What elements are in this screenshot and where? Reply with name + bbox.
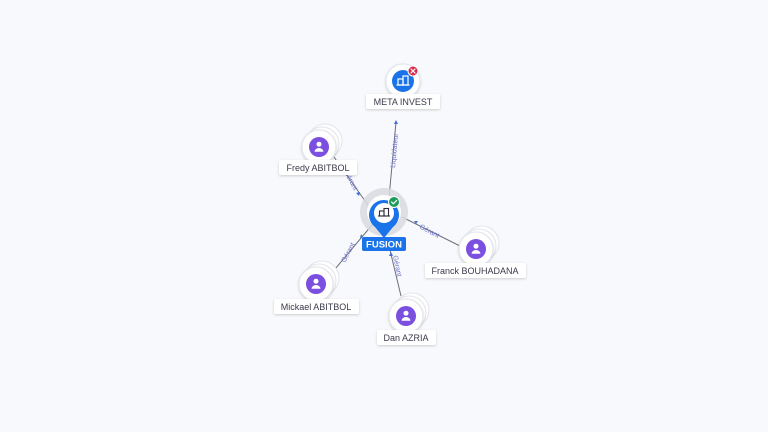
person-icon: [314, 141, 324, 152]
company-node-meta-invest[interactable]: META INVEST: [366, 63, 440, 109]
node-label-fusion: FUSION: [366, 240, 402, 251]
node-label-dan-azria: Dan AZRIA: [383, 333, 428, 343]
edge-line: [388, 121, 397, 199]
person-node-franck-bouhadana[interactable]: Franck BOUHADANA: [425, 225, 526, 278]
edge-arrow: [360, 234, 363, 238]
node-label-meta-invest: META INVEST: [374, 97, 433, 107]
edge-label-franck-bouhadana: Gérant: [418, 224, 440, 240]
edge-label-meta-invest: Liquidateur: [390, 132, 400, 168]
center-node-fusion[interactable]: FUSION: [360, 188, 408, 251]
close-icon: [407, 65, 419, 77]
edge-arrow: [394, 120, 398, 124]
edge-label-dan-azria: Gérant: [391, 255, 402, 277]
edge-line: [389, 249, 402, 297]
check-icon: [388, 196, 400, 208]
building-icon: [396, 75, 410, 86]
node-label-mickael-abitbol: Mickael ABITBOL: [281, 302, 352, 312]
edge-line: [401, 216, 461, 247]
building-icon: [378, 207, 390, 217]
edge-line: [329, 224, 373, 276]
person-node-dan-azria[interactable]: Dan AZRIA: [377, 292, 436, 345]
node-label-fredy-abitbol: Fredy ABITBOL: [286, 163, 349, 173]
person-icon: [311, 278, 321, 289]
edge-label-mickael-abitbol: Gérant: [341, 242, 357, 264]
node-label-franck-bouhadana: Franck BOUHADANA: [431, 266, 518, 276]
edge-franck-bouhadana: Gérant: [401, 216, 461, 247]
edge-arrow: [389, 252, 393, 256]
edge-arrow: [414, 221, 418, 224]
person-node-mickael-abitbol[interactable]: Mickael ABITBOL: [274, 260, 359, 314]
person-icon: [401, 310, 411, 321]
edge-arrow: [356, 192, 360, 196]
edge-dan-azria: Gérant: [389, 249, 402, 297]
edge-meta-invest: Liquidateur: [388, 120, 400, 199]
person-icon: [471, 243, 481, 254]
person-node-fredy-abitbol[interactable]: Fredy ABITBOL: [279, 123, 357, 175]
